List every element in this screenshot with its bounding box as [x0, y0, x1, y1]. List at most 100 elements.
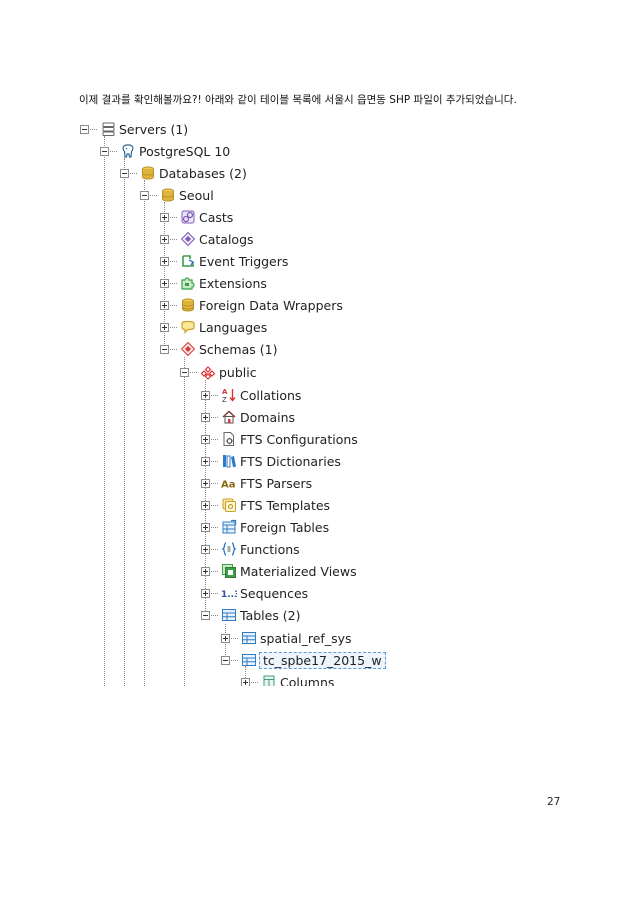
tree-node-fts-templates[interactable]: FTS Templates [201, 496, 330, 514]
tree-node-extensions[interactable]: Extensions [160, 274, 267, 292]
tree-line [205, 380, 206, 615]
tree-node-label: Tables (2) [240, 607, 301, 623]
expand-toggle[interactable] [241, 677, 250, 686]
tree-node-label: FTS Templates [240, 497, 331, 513]
tree-node-materialized-views[interactable]: Materialized Views [201, 562, 357, 580]
tree-node-foreign-tables[interactable]: Foreign Tables [201, 518, 329, 536]
postgresql-elephant-icon [119, 143, 136, 160]
tree-node-label: Databases (2) [159, 165, 247, 181]
tree-node-label: spatial_ref_sys [260, 630, 352, 646]
tree-node-databases[interactable]: Databases (2) [120, 164, 247, 182]
tree-node-label: Seoul [179, 187, 214, 203]
collapse-toggle[interactable] [120, 168, 129, 178]
tree-line [144, 180, 145, 686]
casts-icon [179, 209, 196, 226]
event-triggers-icon [179, 253, 196, 270]
fts-templates-icon [220, 497, 237, 514]
databases-icon [139, 165, 156, 182]
expand-toggle[interactable] [201, 544, 210, 554]
tree-node-label: Event Triggers [199, 253, 289, 269]
tree-node-label: Materialized Views [240, 563, 357, 579]
expand-toggle[interactable] [201, 588, 210, 598]
svg-text:Z: Z [222, 396, 227, 403]
collapse-toggle[interactable] [100, 146, 109, 156]
tree-node-label: public [219, 364, 257, 380]
table-icon [240, 652, 257, 669]
collapse-toggle[interactable] [140, 190, 149, 200]
expand-toggle[interactable] [221, 633, 230, 643]
tree-node-label: tc_spbe17_2015_w [259, 651, 386, 669]
schemas-diamond-icon [179, 341, 196, 358]
tree-node-label: Languages [199, 319, 268, 335]
object-browser-tree: Servers (1) PostgreSQL 10 Databases (2) … [80, 120, 386, 686]
tree-node-fts-parsers[interactable]: Aa FTS Parsers [201, 474, 312, 492]
fts-dictionaries-books-icon [220, 453, 237, 470]
expand-toggle[interactable] [201, 456, 210, 466]
intro-paragraph: 이제 결과를 확인해볼까요?! 아래와 같이 테이블 목록에 서울시 읍면동 S… [79, 94, 517, 106]
collapse-toggle[interactable] [160, 344, 169, 354]
tree-node-postgresql[interactable]: PostgreSQL 10 [100, 142, 230, 160]
collapse-toggle[interactable] [221, 655, 230, 665]
tree-node-spatial-ref-sys[interactable]: spatial_ref_sys [221, 629, 352, 647]
svg-text:1..3: 1..3 [221, 590, 237, 600]
tree-node-event-triggers[interactable]: Event Triggers [160, 252, 288, 270]
database-icon [159, 187, 176, 204]
tree-node-fts-configurations[interactable]: FTS Configurations [201, 430, 358, 448]
tree-node-catalogs[interactable]: Catalogs [160, 230, 254, 248]
collapse-toggle[interactable] [180, 367, 189, 377]
expand-toggle[interactable] [201, 390, 210, 400]
tree-line [124, 158, 125, 686]
tree-node-label: Schemas (1) [199, 341, 278, 357]
tree-node-tc-spbe17-2015-w[interactable]: tc_spbe17_2015_w [221, 651, 386, 669]
tree-node-seoul[interactable]: Seoul [140, 186, 214, 204]
tree-node-columns[interactable]: Columns [241, 673, 334, 686]
tree-node-label: Foreign Tables [240, 519, 330, 535]
tree-node-languages[interactable]: Languages [160, 318, 267, 336]
expand-toggle[interactable] [160, 322, 169, 332]
tree-node-sequences[interactable]: 1..3 Sequences [201, 584, 308, 602]
expand-toggle[interactable] [201, 566, 210, 576]
svg-text:Aa: Aa [221, 480, 236, 491]
expand-toggle[interactable] [160, 256, 169, 266]
domains-house-icon [220, 409, 237, 426]
materialized-views-icon [220, 563, 237, 580]
collapse-toggle[interactable] [201, 610, 210, 620]
tree-node-label: Extensions [199, 275, 267, 291]
tree-node-label: Domains [240, 409, 296, 425]
tree-node-servers[interactable]: Servers (1) [80, 120, 188, 138]
catalogs-diamond-icon [179, 231, 196, 248]
expand-toggle[interactable] [201, 478, 210, 488]
tree-line [245, 666, 246, 686]
expand-toggle[interactable] [201, 412, 210, 422]
foreign-data-wrappers-icon [179, 297, 196, 314]
expand-toggle[interactable] [160, 278, 169, 288]
expand-toggle[interactable] [160, 212, 169, 222]
tree-node-label: Functions [240, 541, 300, 557]
tree-line [104, 136, 105, 686]
tree-node-functions[interactable]: Functions [201, 540, 300, 558]
tree-node-foreign-data-wrappers[interactable]: Foreign Data Wrappers [160, 296, 343, 314]
fts-parsers-text-icon: Aa [220, 475, 237, 492]
tree-node-label: Columns [280, 674, 335, 687]
tree-node-tables[interactable]: Tables (2) [201, 606, 301, 624]
expand-toggle[interactable] [160, 234, 169, 244]
tree-node-schemas[interactable]: Schemas (1) [160, 340, 277, 358]
tree-line [164, 202, 165, 352]
expand-toggle[interactable] [201, 522, 210, 532]
tree-node-casts[interactable]: Casts [160, 208, 233, 226]
tree-node-domains[interactable]: Domains [201, 408, 295, 426]
tree-node-public[interactable]: public [180, 363, 257, 381]
collapse-toggle[interactable] [80, 124, 89, 134]
page-number: 27 [547, 796, 561, 808]
foreign-tables-icon [220, 519, 237, 536]
tree-node-fts-dictionaries[interactable]: FTS Dictionaries [201, 452, 341, 470]
expand-toggle[interactable] [160, 300, 169, 310]
tree-node-label: Sequences [240, 585, 309, 601]
expand-toggle[interactable] [201, 434, 210, 444]
expand-toggle[interactable] [201, 500, 210, 510]
functions-braces-icon [220, 541, 237, 558]
tree-node-label: PostgreSQL 10 [139, 143, 231, 159]
svg-text:A: A [222, 388, 228, 396]
